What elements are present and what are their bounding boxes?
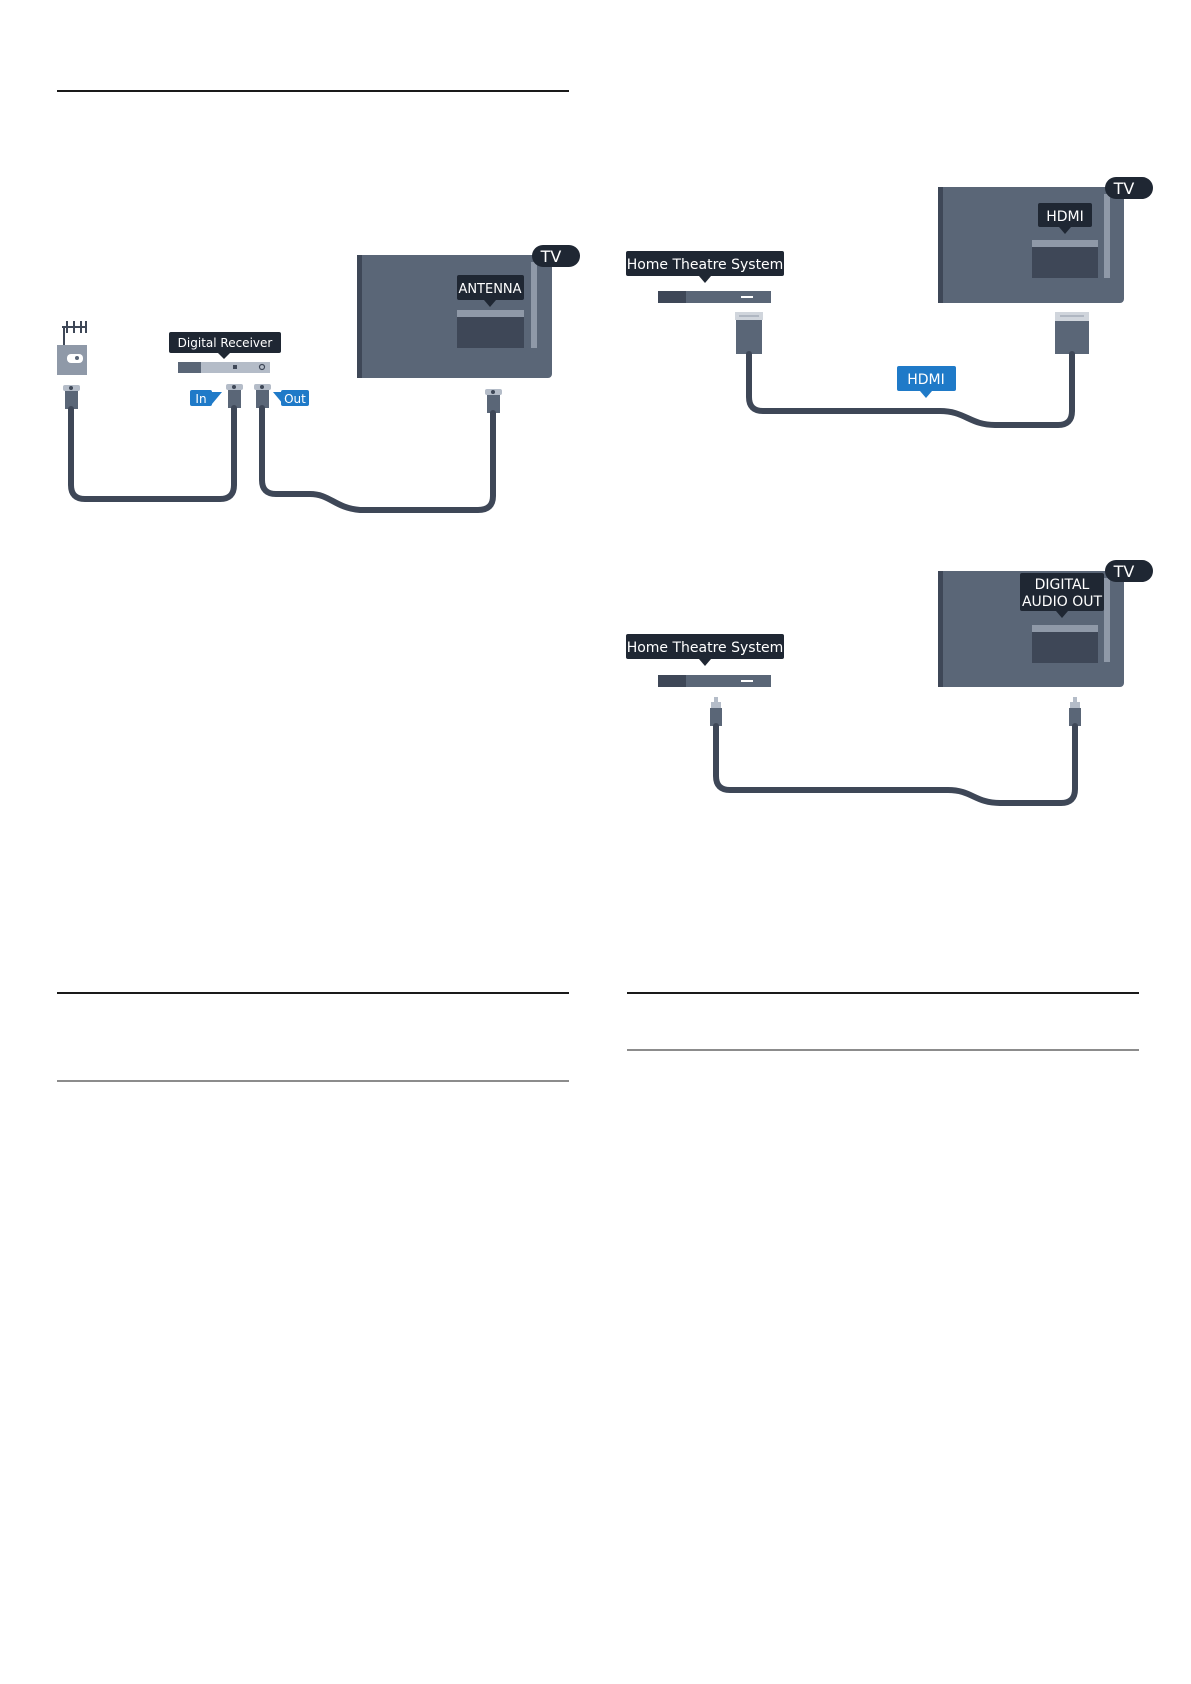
tv-port-callout-hdmi: HDMI bbox=[1038, 203, 1092, 234]
cable-callout-hdmi: HDMI bbox=[897, 366, 956, 398]
tv-port-callout-optical: DIGITAL AUDIO OUT bbox=[1020, 573, 1104, 618]
optical-plug-tv bbox=[1069, 697, 1081, 726]
tv-port-label-line1: DIGITAL bbox=[1035, 577, 1090, 593]
device-label: Home Theatre System bbox=[627, 640, 784, 656]
tv-port-bar bbox=[1032, 625, 1098, 632]
tv-badge-text: TV bbox=[1113, 179, 1135, 198]
antenna-diagram: TV ANTENNA Digita bbox=[57, 245, 580, 513]
hdmi-diagram: TV HDMI Home Theatre System bbox=[626, 177, 1153, 428]
tv-panel-stripe bbox=[1104, 578, 1110, 662]
digital-receiver bbox=[178, 362, 270, 373]
tv-edge bbox=[938, 571, 943, 687]
hdmi-plug-tv bbox=[1055, 312, 1089, 354]
device-callout-optical: Home Theatre System bbox=[626, 634, 784, 666]
receiver-label: Digital Receiver bbox=[178, 336, 273, 350]
tv-port-bar bbox=[457, 310, 524, 317]
tv-port-label: HDMI bbox=[1046, 209, 1084, 225]
tv-port-bar bbox=[1032, 240, 1098, 247]
tv-illustration bbox=[357, 255, 552, 378]
receiver-callout-bg bbox=[169, 332, 281, 353]
tv-port-label: ANTENNA bbox=[458, 282, 521, 297]
home-theatre-device bbox=[658, 291, 771, 303]
optical-plug-device bbox=[710, 697, 722, 726]
antenna-wall-socket bbox=[57, 321, 87, 375]
tv-badge-text: TV bbox=[1113, 562, 1135, 581]
receiver-body bbox=[178, 362, 270, 373]
tv-panel-stripe bbox=[531, 262, 537, 348]
optical-diagram: TV DIGITAL AUDIO OUT Home Theatre System bbox=[626, 560, 1153, 806]
cable-antenna-to-receiver bbox=[68, 405, 237, 502]
out-label: Out bbox=[284, 392, 306, 406]
receiver-callout-pointer bbox=[218, 353, 230, 359]
tv-port-panel bbox=[1032, 247, 1098, 278]
tv-port-callout: ANTENNA bbox=[457, 275, 524, 307]
out-label-callout: Out bbox=[273, 390, 309, 406]
in-label-callout: In bbox=[190, 390, 222, 406]
hdmi-plug-device bbox=[735, 312, 763, 354]
tv-badge-optical: TV bbox=[1105, 560, 1153, 582]
coax-plug-antenna bbox=[63, 385, 80, 409]
tv-illustration-hdmi bbox=[938, 187, 1124, 303]
tv-port-panel bbox=[1032, 632, 1098, 663]
tv-badge-hdmi: TV bbox=[1105, 177, 1153, 199]
coax-plug-out bbox=[254, 384, 271, 408]
device-label: Home Theatre System bbox=[627, 257, 784, 273]
optical-cable bbox=[713, 723, 1078, 806]
tv-edge bbox=[357, 255, 362, 378]
tv-port-label-line2: AUDIO OUT bbox=[1022, 594, 1102, 610]
tv-port-panel bbox=[457, 317, 524, 348]
coax-plug-tv bbox=[485, 389, 502, 413]
coax-plug-in bbox=[226, 384, 243, 408]
device-callout-hdmi: Home Theatre System bbox=[626, 251, 784, 283]
tv-badge-text: TV bbox=[540, 247, 562, 266]
tv-panel-stripe bbox=[1104, 194, 1110, 278]
receiver-front bbox=[178, 362, 201, 373]
section-rules bbox=[57, 90, 1139, 1082]
tv-badge: TV bbox=[532, 245, 580, 267]
tv-edge bbox=[938, 187, 943, 303]
in-label: In bbox=[195, 392, 206, 406]
home-theatre-device-optical bbox=[658, 675, 771, 687]
hdmi-cable bbox=[746, 351, 1075, 428]
cable-receiver-to-tv bbox=[259, 405, 496, 513]
receiver-callout: Digital Receiver bbox=[169, 332, 281, 359]
tv-badge-shape bbox=[532, 245, 580, 267]
cable-label: HDMI bbox=[907, 372, 945, 388]
tv-port-callout-pointer bbox=[484, 300, 496, 307]
tv-port-callout-bg bbox=[457, 275, 524, 300]
